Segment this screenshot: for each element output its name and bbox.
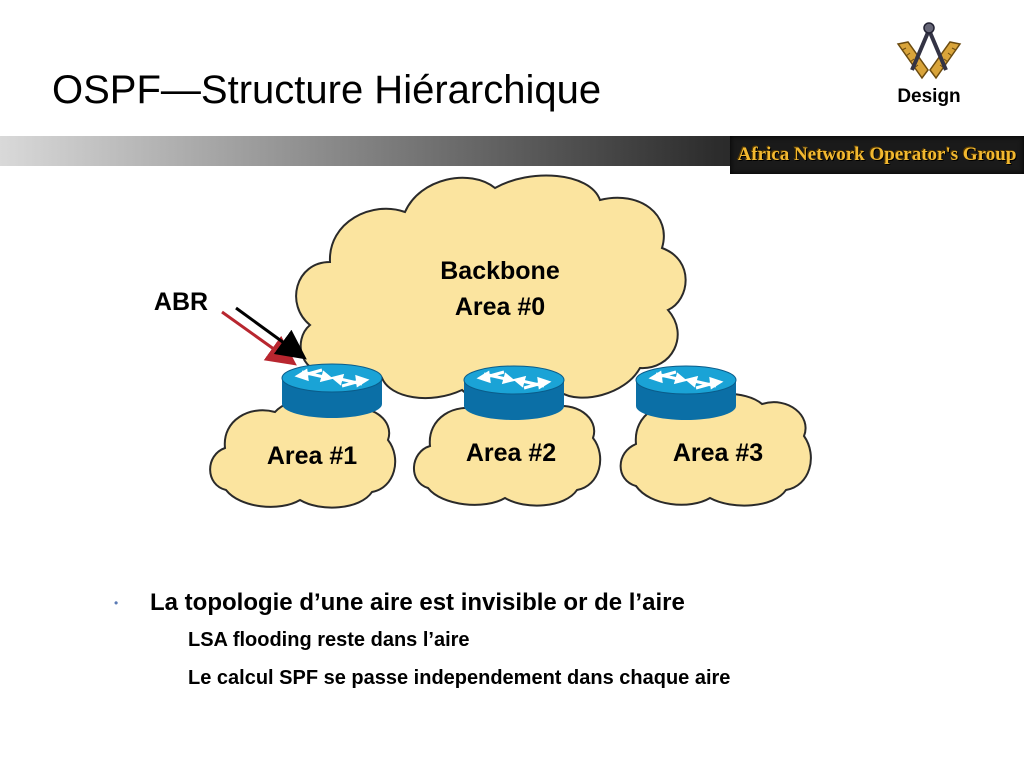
abr-arrow-red [221,310,297,366]
bullet-main: • La topologie d’une aire est invisible … [112,586,1012,620]
area-3-label: Area #3 [673,439,763,467]
banner-text: Africa Network Operator's Group [737,144,1017,165]
logo-label: Design [897,86,961,107]
area-cloud-1 [209,398,397,509]
bullet-sub: LSA flooding reste dans l’aire [188,629,470,651]
area-2-label: Area #2 [466,439,556,467]
backbone-area-label: Area #0 [455,293,545,321]
bullet-sub: Le calcul SPF se passe independement dan… [188,667,731,689]
router-icon [281,363,383,418]
backbone-label: Backbone [440,257,560,285]
bullet-dot-icon: • [114,596,119,610]
area-cloud-3 [619,392,812,507]
compass-square-icon [896,22,962,80]
area-cloud-2 [413,396,602,507]
area-1-label: Area #1 [267,442,357,470]
abr-arrow-black [235,306,307,360]
abr-label: ABR [154,288,208,316]
bullet-main-text: La topologie d’une aire est invisible or… [150,589,685,616]
design-logo: Design [884,16,974,112]
router-icon [635,365,737,420]
slide-title: OSPF—Structure Hiérarchique [52,68,602,112]
bullet-list: • La topologie d’une aire est invisible … [112,586,1012,696]
afnog-banner: Africa Network Operator's Group [730,136,1024,174]
router-icon [463,365,565,420]
